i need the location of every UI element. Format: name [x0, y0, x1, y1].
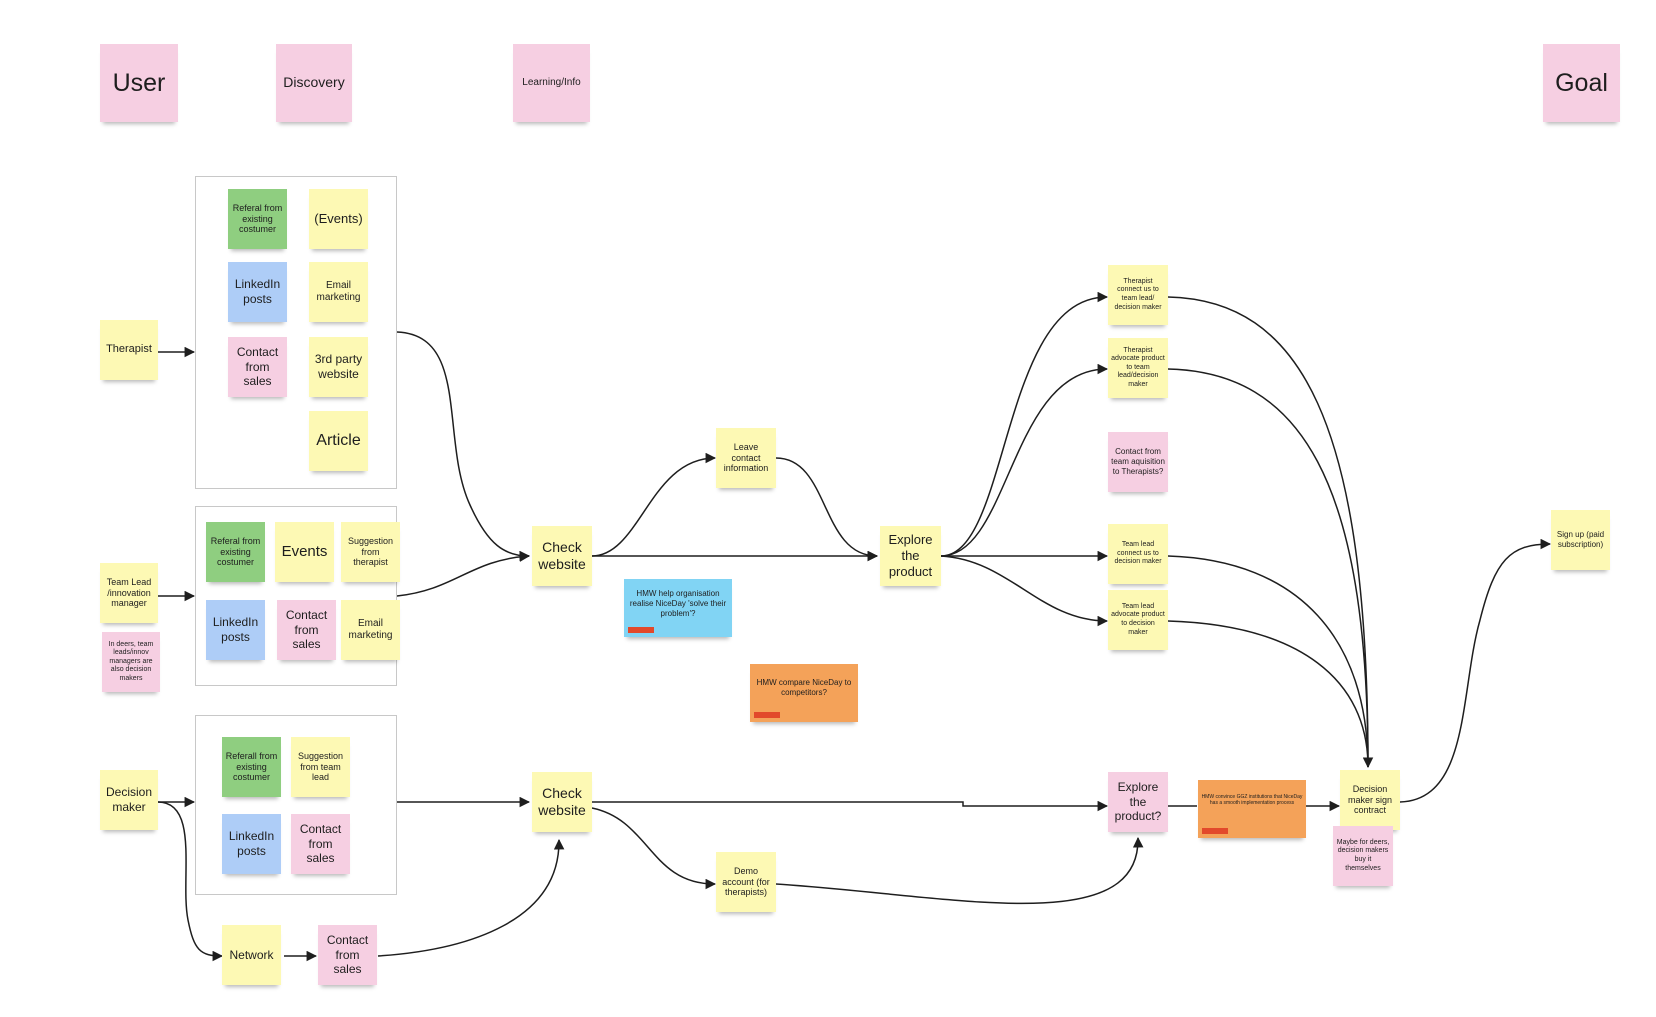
connector-explore-to-outcome4 — [940, 555, 1109, 627]
note-network[interactable]: Network — [222, 925, 281, 985]
note-linkedin-teamlead[interactable]: LinkedIn posts — [206, 600, 265, 660]
connector-leave-to-explore — [775, 457, 879, 562]
hmw-tag — [1202, 828, 1228, 834]
note-referral-therapist[interactable]: Referal from existing costumer — [228, 189, 287, 249]
header-learning-info: Learning/Info — [513, 44, 590, 122]
connector-outcome3-to-sign — [1167, 555, 1369, 768]
note-decision-sign-contract[interactable]: Decision maker sign contract — [1340, 770, 1400, 830]
note-check-website-decision[interactable]: Check website — [532, 772, 592, 832]
note-contact-sales-teamlead[interactable]: Contact from sales — [277, 600, 336, 660]
note-referral-decision[interactable]: Referall from existing costumer — [222, 737, 281, 797]
note-teamlead-decision[interactable]: In deers, team leads/innov managers are … — [102, 632, 160, 692]
note-sign-up[interactable]: Sign up (paid subscription) — [1551, 510, 1610, 570]
note-explore-product[interactable]: Explore the product — [880, 526, 941, 586]
connector-check2-to-explore2 — [592, 800, 1109, 812]
note-events-teamlead[interactable]: Events — [275, 522, 334, 582]
note-explore-product-decision[interactable]: Explore the product? — [1108, 772, 1168, 832]
connector-check2-to-demo — [591, 807, 717, 890]
connector-sign-to-signup — [1399, 538, 1552, 803]
note-network-contact-sales[interactable]: Contact from sales — [318, 925, 377, 985]
header-user: User — [100, 44, 178, 122]
note-linkedin-therapist[interactable]: LinkedIn posts — [228, 262, 287, 322]
note-article-therapist[interactable]: Article — [309, 411, 368, 471]
connector-demo-to-explore2 — [775, 836, 1144, 905]
connector-contact-to-check2 — [377, 838, 565, 957]
note-decision-buy-themselves[interactable]: Maybe for deers, decision makers buy it … — [1333, 826, 1393, 886]
note-teamlead-advocate[interactable]: Team lead advocate product to decision m… — [1108, 590, 1168, 650]
note-check-website[interactable]: Check website — [532, 526, 592, 586]
discovery-group-decision-maker — [195, 715, 397, 895]
hmw-tag — [628, 627, 654, 633]
connector-check-to-leave — [591, 452, 717, 557]
hmw-solve-problem[interactable]: HMW help organisation realise NiceDay 's… — [624, 579, 732, 637]
persona-therapist[interactable]: Therapist — [100, 320, 158, 380]
connector-explore-to-outcome2 — [940, 363, 1109, 557]
connector-outcome2-to-sign — [1167, 368, 1369, 768]
note-demo-account[interactable]: Demo account (for therapists) — [716, 852, 776, 912]
note-referral-teamlead[interactable]: Referal from existing costumer — [206, 522, 265, 582]
persona-team-lead[interactable]: Team Lead /innovation manager — [100, 563, 158, 623]
header-discovery: Discovery — [276, 44, 352, 122]
note-suggestion-decision[interactable]: Suggestion from team lead — [291, 737, 350, 797]
note-contact-sales-decision[interactable]: Contact from sales — [291, 814, 350, 874]
note-linkedin-decision[interactable]: LinkedIn posts — [222, 814, 281, 874]
note-email-teamlead[interactable]: Email marketing — [341, 600, 400, 660]
hmw-compare-competitors[interactable]: HMW compare NiceDay to competitors? — [750, 664, 858, 722]
note-contact-team-acquisition[interactable]: Contact from team aquisition to Therapis… — [1108, 432, 1168, 492]
note-therapist-connect[interactable]: Therapist connect us to team lead/ decis… — [1108, 265, 1168, 325]
note-therapist-advocate[interactable]: Therapist advocate product to team lead/… — [1108, 338, 1168, 398]
discovery-group-therapist — [195, 176, 397, 489]
connector-outcome1-to-sign — [1167, 296, 1374, 769]
persona-decision-maker[interactable]: Decision maker — [100, 770, 158, 830]
note-email-therapist[interactable]: Email marketing — [309, 262, 368, 322]
note-suggestion-teamlead[interactable]: Suggestion from therapist — [341, 522, 400, 582]
connector-discovery1-to-check — [396, 331, 531, 562]
note-third-party-therapist[interactable]: 3rd party website — [309, 337, 368, 397]
note-teamlead-connect[interactable]: Team lead connect us to decision maker — [1108, 524, 1168, 584]
connector-outcome4-to-sign — [1167, 620, 1369, 768]
note-contact-sales-therapist[interactable]: Contact from sales — [228, 337, 287, 397]
note-events-therapist[interactable]: (Events) — [309, 189, 368, 249]
hmw-convince-ggz[interactable]: HMW convince GGZ institutions that NiceD… — [1198, 780, 1306, 838]
discovery-group-teamlead — [195, 506, 397, 686]
note-leave-contact[interactable]: Leave contact information — [716, 428, 776, 488]
connector-explore-to-outcome1 — [940, 291, 1109, 557]
header-goal: Goal — [1543, 44, 1620, 122]
hmw-tag — [754, 712, 780, 718]
connector-discovery2-to-check — [396, 551, 531, 597]
